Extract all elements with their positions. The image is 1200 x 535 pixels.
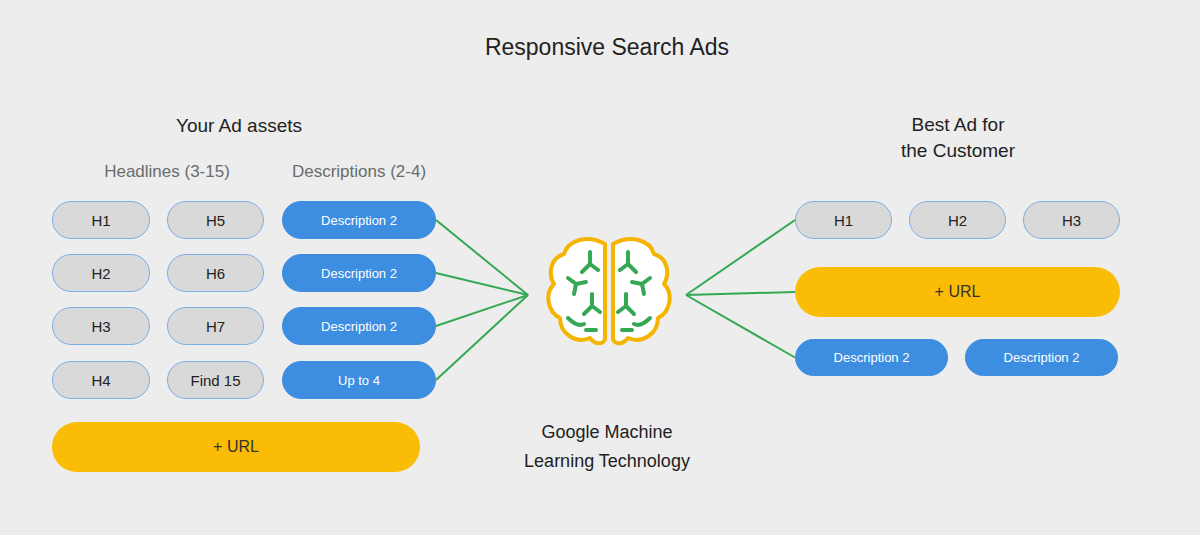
- brain-illustration: [528, 230, 686, 360]
- pill-text: H1: [91, 212, 110, 229]
- pill-text: Description 2: [321, 319, 397, 334]
- url-bar: + URL: [52, 422, 420, 472]
- headline-pill: H4: [52, 361, 150, 399]
- pill-text: + URL: [213, 438, 259, 456]
- description-pill: Description 2: [282, 307, 436, 345]
- pill-text: H1: [834, 212, 853, 229]
- description-pill: Description 2: [795, 339, 948, 376]
- pill-text: H6: [206, 265, 225, 282]
- headline-pill: H1: [52, 201, 150, 239]
- url-bar: + URL: [795, 267, 1120, 317]
- pill-text: Description 2: [321, 213, 397, 228]
- pill-text: H5: [206, 212, 225, 229]
- headline-pill: H5: [167, 201, 264, 239]
- pill-text: Up to 4: [338, 373, 380, 388]
- pill-text: H2: [948, 212, 967, 229]
- pill-text: + URL: [935, 283, 981, 301]
- connector-line: [686, 295, 795, 358]
- headline-pill: H3: [52, 307, 150, 345]
- description-pill: Description 2: [282, 201, 436, 239]
- section-label: Descriptions (2-4): [259, 161, 459, 183]
- section-label: Best Ad for the Customer: [897, 112, 1019, 164]
- section-label: Headlines (3-15): [67, 161, 267, 183]
- section-label: Your Ad assets: [79, 113, 399, 139]
- headline-pill: H1: [795, 201, 892, 239]
- connector-line: [686, 292, 795, 295]
- pill-text: H3: [1062, 212, 1081, 229]
- ml-engine-node: Google Machine Learning Technology: [528, 230, 686, 360]
- pill-text: Description 2: [834, 350, 910, 365]
- headline-pill: H2: [909, 201, 1006, 239]
- brain-right-half: [613, 239, 670, 343]
- description-pill: Up to 4: [282, 361, 436, 399]
- engine-caption: Google Machine Learning Technology: [517, 418, 697, 476]
- headline-pill: H7: [167, 307, 264, 345]
- description-pill: Description 2: [282, 254, 436, 292]
- pill-text: H2: [91, 265, 110, 282]
- diagram-title: Responsive Search Ads: [357, 34, 857, 61]
- pill-text: H4: [91, 372, 110, 389]
- pill-text: Find 15: [190, 372, 240, 389]
- brain-left-half: [548, 239, 605, 343]
- headline-pill: H2: [52, 254, 150, 292]
- pill-text: H7: [206, 318, 225, 335]
- headline-pill: H3: [1023, 201, 1120, 239]
- connector-line: [436, 295, 528, 380]
- connector-line: [436, 220, 528, 295]
- connector-line: [436, 273, 528, 295]
- headline-pill: H6: [167, 254, 264, 292]
- headline-pill: Find 15: [167, 361, 264, 399]
- pill-text: Description 2: [1004, 350, 1080, 365]
- pill-text: Description 2: [321, 266, 397, 281]
- description-pill: Description 2: [965, 339, 1118, 376]
- connector-line: [686, 220, 795, 295]
- pill-text: H3: [91, 318, 110, 335]
- connector-line: [436, 295, 528, 326]
- brain-synapses: [568, 252, 650, 330]
